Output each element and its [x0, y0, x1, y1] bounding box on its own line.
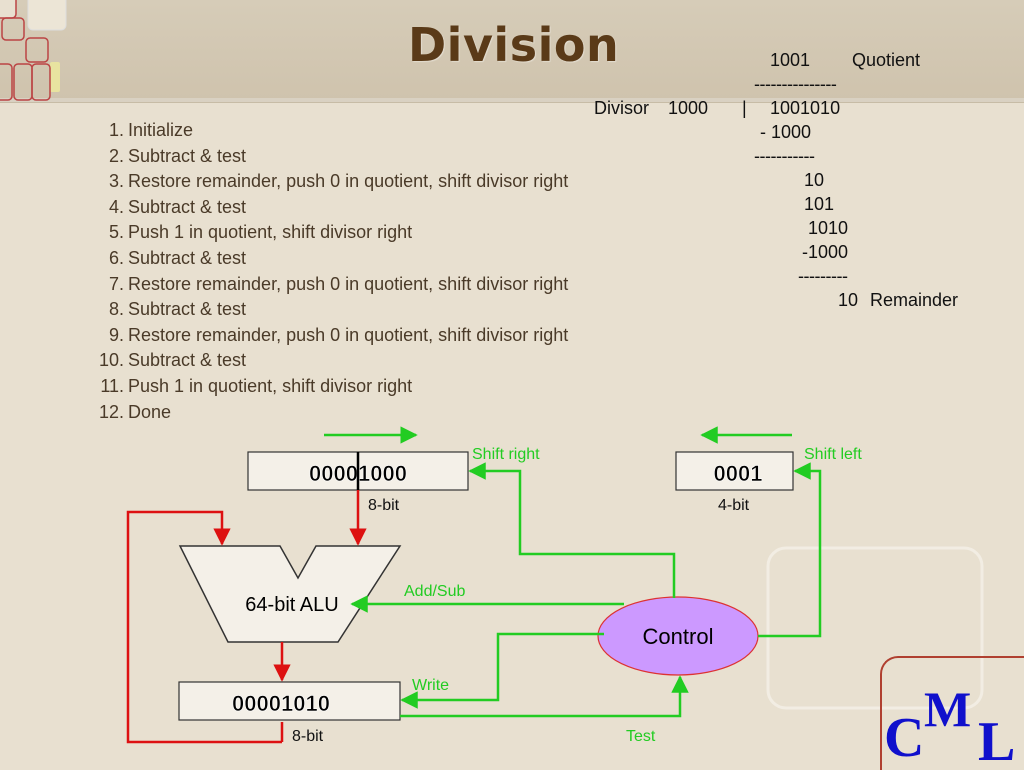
- step-text: Restore remainder, push 0 in quotient, s…: [128, 171, 569, 192]
- remainder-width-label: 8-bit: [292, 728, 324, 745]
- step-item: 4.Subtract & test: [94, 195, 568, 221]
- decorative-frame: [766, 546, 984, 710]
- test-signal: [400, 675, 689, 718]
- control-label: Control: [643, 624, 714, 649]
- step-text: Subtract & test: [128, 196, 247, 217]
- step-number: 12.: [98, 401, 124, 422]
- step-item: 1.Initialize: [94, 118, 568, 144]
- step-item: 12.Done: [94, 400, 568, 426]
- step-text: Subtract & test: [128, 145, 247, 166]
- write-signal: [400, 632, 604, 709]
- step-text: Push 1 in quotient, shift divisor right: [128, 375, 413, 396]
- decorative-squares-top-left: [0, 0, 67, 101]
- step-number: 6.: [108, 247, 124, 268]
- logo-letter-m: M: [924, 681, 971, 737]
- remainder-register-value: 00001010: [232, 691, 330, 716]
- step-text: Subtract & test: [128, 247, 247, 268]
- remainder-register: [178, 681, 401, 721]
- logo-letter-l: L: [978, 711, 1015, 768]
- logo-frame: [880, 656, 1024, 770]
- step-number: 9.: [108, 324, 124, 345]
- step-item: 8.Subtract & test: [94, 297, 568, 323]
- step-number: 7.: [108, 273, 124, 294]
- step-item: 3.Restore remainder, push 0 in quotient,…: [94, 169, 568, 195]
- add-sub-label: Add/Sub: [404, 583, 465, 600]
- alu-label: 64-bit ALU: [245, 594, 338, 616]
- step-text: Subtract & test: [128, 350, 247, 371]
- step-number: 10.: [98, 350, 124, 371]
- divisor-width-label: 8-bit: [368, 497, 400, 514]
- step-text: Initialize: [128, 120, 194, 140]
- step-number: 4.: [108, 196, 124, 217]
- step-item: 11.Push 1 in quotient, shift divisor rig…: [94, 374, 568, 400]
- step-text: Restore remainder, push 0 in quotient, s…: [128, 324, 569, 345]
- page-title: Division: [408, 18, 620, 72]
- step-number: 11.: [100, 375, 124, 396]
- header-divider: [0, 98, 1024, 103]
- shift-left-signal: [758, 462, 822, 638]
- step-item: 2.Subtract & test: [94, 144, 568, 170]
- step-item: 9.Restore remainder, push 0 in quotient,…: [94, 323, 568, 349]
- alu-shape: [178, 545, 402, 643]
- logo-letter-c: C: [884, 707, 924, 768]
- step-item: 7.Restore remainder, push 0 in quotient,…: [94, 272, 568, 298]
- shift-left-label: Shift left: [804, 446, 862, 463]
- step-number: 2.: [108, 145, 124, 166]
- step-item: 6.Subtract & test: [94, 246, 568, 272]
- step-text: Push 1 in quotient, shift divisor right: [128, 222, 413, 243]
- step-number: 8.: [108, 299, 124, 320]
- step-text: Subtract & test: [128, 299, 247, 320]
- step-item: 10.Subtract & test: [94, 348, 568, 374]
- step-item: 5.Push 1 in quotient, shift divisor righ…: [94, 220, 568, 246]
- test-label: Test: [626, 728, 656, 745]
- header-band: [0, 0, 1024, 100]
- quotient-register: [675, 451, 794, 491]
- step-number: 1.: [108, 120, 124, 140]
- step-number: 3.: [108, 171, 124, 192]
- step-text: Restore remainder, push 0 in quotient, s…: [128, 273, 569, 294]
- quotient-register-value: 0001: [714, 461, 763, 486]
- shift-right-signal: [468, 462, 676, 598]
- write-label: Write: [412, 677, 449, 694]
- remainder-feedback-path: [126, 510, 282, 744]
- quotient-width-label: 4-bit: [718, 497, 750, 514]
- step-text: Done: [128, 401, 172, 422]
- step-number: 5.: [108, 222, 124, 243]
- shift-right-label: Shift right: [472, 446, 540, 463]
- cml-logo: C M L: [884, 681, 1015, 768]
